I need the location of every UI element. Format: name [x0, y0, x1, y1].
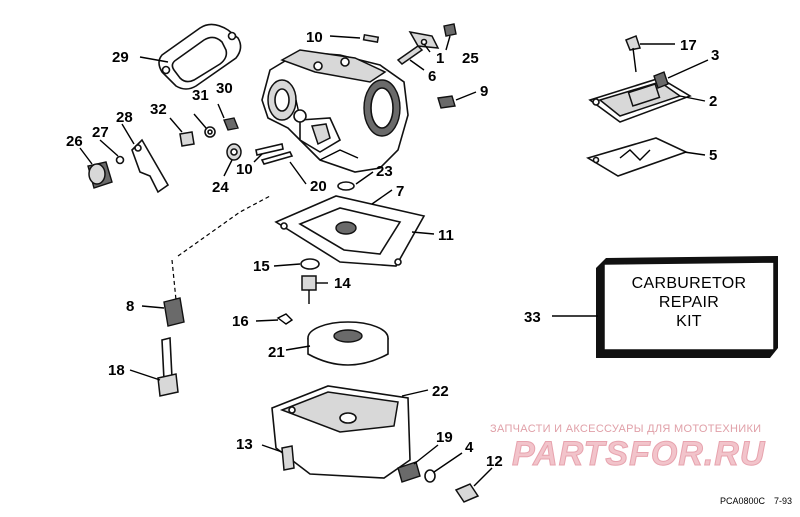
- watermark-brand: PARTSFOR.RU: [512, 435, 766, 473]
- carburetor-body: [261, 49, 409, 173]
- part-25-screw: [443, 23, 457, 37]
- watermark: ЗАПЧАСТИ И АКСЕССУАРЫ ДЛЯ МОТОТЕХНИКИ PA…: [490, 423, 766, 474]
- callout-32: 32: [150, 101, 167, 118]
- diagram-date: 7-93: [774, 496, 792, 506]
- part-5-gasket: [586, 137, 689, 177]
- callout-10-top: 10: [306, 29, 323, 46]
- part-20-pin: [260, 151, 294, 165]
- callout-16: 16: [232, 313, 249, 330]
- part-18-screw: [157, 336, 179, 397]
- part-1-bracket: [408, 30, 440, 49]
- callout-11: 11: [438, 227, 454, 244]
- callout-23: 23: [376, 163, 393, 180]
- callout-24: 24: [212, 179, 229, 196]
- callout-14: 14: [334, 275, 351, 292]
- part-26-bushing: [87, 161, 113, 189]
- part-3-jet: [653, 71, 669, 89]
- callout-25: 25: [462, 50, 479, 67]
- part-27-washer: [115, 155, 125, 165]
- part-8-spring: [163, 297, 185, 327]
- callout-6: 6: [428, 68, 436, 85]
- part-15-ring: [300, 258, 320, 270]
- part-29-gasket: [158, 23, 242, 90]
- callout-28: 28: [116, 109, 133, 126]
- part-13-screw: [281, 445, 295, 471]
- callout-8: 8: [126, 298, 134, 315]
- watermark-caption: ЗАПЧАСТИ И АКСЕССУАРЫ ДЛЯ МОТОТЕХНИКИ: [490, 423, 761, 435]
- callout-21: 21: [268, 344, 285, 361]
- callout-27: 27: [92, 124, 109, 141]
- part-24-washer: [226, 143, 242, 161]
- callout-19: 19: [436, 429, 453, 446]
- kit-label-line-3: KIT: [676, 313, 702, 330]
- part-4-washer: [424, 469, 436, 483]
- callout-1: 1: [436, 50, 444, 67]
- part-10-pin-top: [362, 33, 380, 44]
- callout-7: 7: [396, 183, 404, 200]
- part-22-float-bowl: [271, 385, 411, 479]
- part-30-nut: [223, 117, 239, 131]
- part-28-lever: [131, 138, 170, 194]
- part-19-spring: [397, 461, 421, 483]
- callout-22: 22: [432, 383, 449, 400]
- callout-20: 20: [310, 178, 327, 195]
- callout-17: 17: [680, 37, 697, 54]
- part-31-washer: [204, 126, 216, 138]
- callout-4: 4: [465, 439, 474, 456]
- kit-label-line-2: REPAIR: [659, 294, 719, 311]
- part-17-screw: [625, 35, 641, 73]
- callout-15: 15: [253, 258, 270, 275]
- callout-30: 30: [216, 80, 233, 97]
- callout-2: 2: [709, 93, 717, 110]
- callout-9: 9: [480, 83, 488, 100]
- callout-numbers: 29 10 1 25 6 9 17 3 2 5 30 31 32 28 27 2…: [66, 29, 719, 470]
- part-23-oring: [337, 181, 355, 191]
- callout-33: 33: [524, 309, 541, 326]
- carburetor-repair-kit-box: CARBURETOR REPAIR KIT: [596, 256, 778, 358]
- callout-29: 29: [112, 49, 129, 66]
- part-32-screw: [179, 131, 195, 147]
- leader-lines: [79, 35, 709, 487]
- part-2-cover: [588, 77, 692, 123]
- part-16-clip: [276, 313, 294, 325]
- callout-12: 12: [486, 453, 503, 470]
- callout-26: 26: [66, 133, 83, 150]
- kit-label-line-1: CARBURETOR: [632, 275, 747, 292]
- part-21-float: [307, 321, 389, 366]
- part-11-gasket: [274, 195, 426, 267]
- part-10-pin-lower: [255, 143, 284, 156]
- diagram-code: PCA0800C: [720, 496, 766, 506]
- callout-3: 3: [711, 47, 719, 64]
- callout-5: 5: [709, 147, 717, 164]
- callout-13: 13: [236, 436, 253, 453]
- part-12-plug: [454, 483, 480, 503]
- callout-18: 18: [108, 362, 125, 379]
- part-9-jet: [437, 95, 456, 109]
- callout-10-lower: 10: [236, 161, 253, 178]
- callout-31: 31: [192, 87, 209, 104]
- part-14-needle: [301, 275, 317, 304]
- part-6-pin: [396, 45, 424, 65]
